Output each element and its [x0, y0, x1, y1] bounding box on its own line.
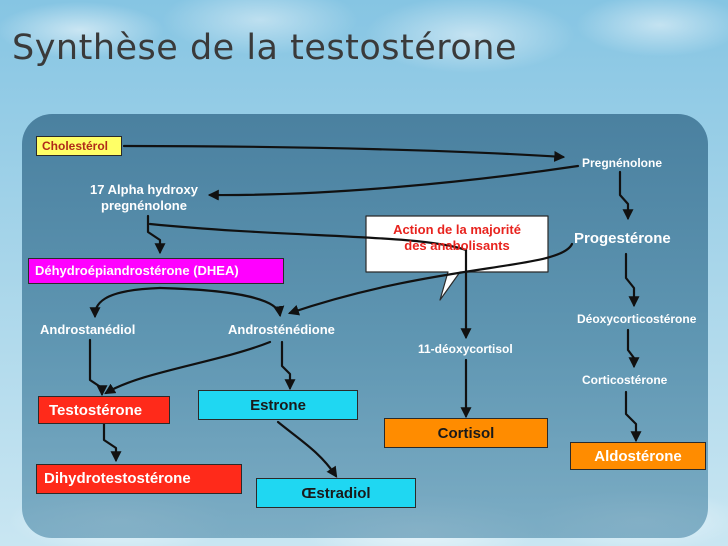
arrow-progesterone-deoxycorticosterone: [624, 252, 640, 308]
node-estrone-label: Estrone: [250, 397, 306, 414]
node-androstanediol: Androstanédiol: [40, 322, 136, 337]
arrow-androstenedione-estrone: [280, 340, 296, 391]
node-hydroxy-line1: 17 Alpha hydroxy: [90, 182, 198, 197]
node-dhea: Déhydroépiandrostérone (DHEA): [28, 258, 284, 284]
node-cortisol-label: Cortisol: [437, 425, 495, 442]
anabolic-callout: Action de la majorité des anabolisants: [366, 214, 548, 272]
node-progesterone: Progestérone: [574, 230, 671, 247]
node-cortisol: Cortisol: [384, 418, 548, 448]
node-testosterone-label: Testostérone: [49, 402, 143, 419]
callout-bubble: [365, 215, 549, 301]
arrow-progesterone-androstenedione: [287, 242, 574, 316]
arrow-dhea-androstenedione: [158, 286, 285, 318]
arrow-corticosterone-aldosterone: [624, 390, 642, 443]
node-testosterone: Testostérone: [38, 396, 170, 424]
arrow-testosterone-dht: [102, 422, 122, 463]
node-dihydrotestosterone-label: Dihydrotestostérone: [44, 470, 191, 487]
node-estrone: Estrone: [198, 390, 358, 420]
arrow-androstenedione-testosterone: [104, 340, 272, 395]
arrow-pregnenolone-progesterone: [618, 170, 634, 221]
node-11-deoxycortisol: 11-déoxycortisol: [418, 342, 513, 356]
node-deoxycorticosterone: Déoxycorticostérone: [577, 312, 697, 326]
node-cholesterol-label: Cholestérol: [42, 139, 109, 153]
node-estradiol-label: Œstradiol: [301, 485, 371, 502]
arrow-estrone-estradiol: [276, 420, 338, 478]
node-hydroxy-line2: pregnénolone: [101, 197, 187, 213]
node-dihydrotestosterone: Dihydrotestostérone: [36, 464, 242, 494]
arrow-dhea-androstanediol: [89, 286, 162, 319]
arrow-pregnenolone-hydroxy: [207, 164, 580, 201]
arrow-androstanediol-testosterone: [88, 338, 108, 397]
arrow-hydroxy-deoxycortisol: [148, 222, 468, 252]
node-cholesterol: Cholestérol: [36, 136, 122, 156]
arrow-cholesterol-pregnenolone: [122, 144, 566, 162]
node-17-alpha-hydroxy-pregnenolone: 17 Alpha hydroxy pregnénolone: [76, 182, 212, 213]
callout-line1: Action de la majorité: [393, 222, 521, 237]
callout-line2: des anabolisants: [404, 238, 510, 254]
node-aldosterone: Aldostérone: [570, 442, 706, 470]
node-estradiol: Œstradiol: [256, 478, 416, 508]
node-aldosterone-label: Aldostérone: [594, 448, 682, 465]
node-androstenedione: Androsténédione: [228, 322, 335, 337]
node-pregnenolone: Pregnénolone: [582, 156, 663, 170]
page-title: Synthèse de la testostérone: [12, 28, 517, 68]
node-dhea-label: Déhydroépiandrostérone (DHEA): [35, 263, 239, 278]
node-corticosterone: Corticostérone: [582, 373, 668, 387]
arrow-deoxycorticosterone-corticosterone: [626, 328, 640, 369]
arrow-hydroxy-dhea: [146, 214, 166, 255]
